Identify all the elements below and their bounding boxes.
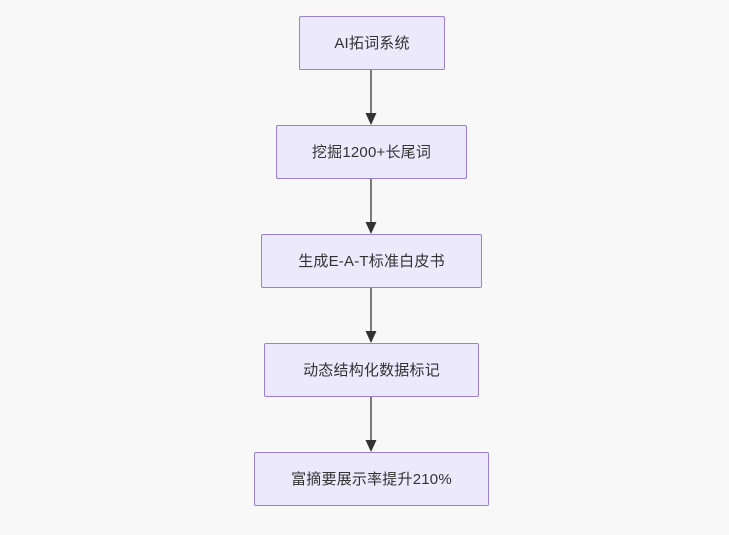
flow-node-label: 动态结构化数据标记 — [303, 361, 440, 379]
edge-n2-n3 — [355, 177, 387, 237]
flow-node-dynamic-structured-data-markup[interactable]: 动态结构化数据标记 — [264, 343, 479, 397]
flow-node-rich-snippet-impression-lift[interactable]: 富摘要展示率提升210% — [254, 452, 489, 506]
edge-n1-n2 — [355, 68, 387, 128]
edge-n4-n5 — [355, 395, 387, 455]
flow-node-mine-longtail-keywords[interactable]: 挖掘1200+长尾词 — [276, 125, 467, 179]
flow-node-ai-keyword-system[interactable]: AI拓词系统 — [299, 16, 445, 70]
flow-node-label: 生成E-A-T标准白皮书 — [298, 252, 445, 270]
flow-node-label: AI拓词系统 — [334, 34, 410, 52]
flow-node-generate-eat-whitepaper[interactable]: 生成E-A-T标准白皮书 — [261, 234, 482, 288]
flow-node-label: 挖掘1200+长尾词 — [311, 143, 432, 161]
flow-node-label: 富摘要展示率提升210% — [291, 470, 452, 488]
edge-n3-n4 — [355, 286, 387, 346]
